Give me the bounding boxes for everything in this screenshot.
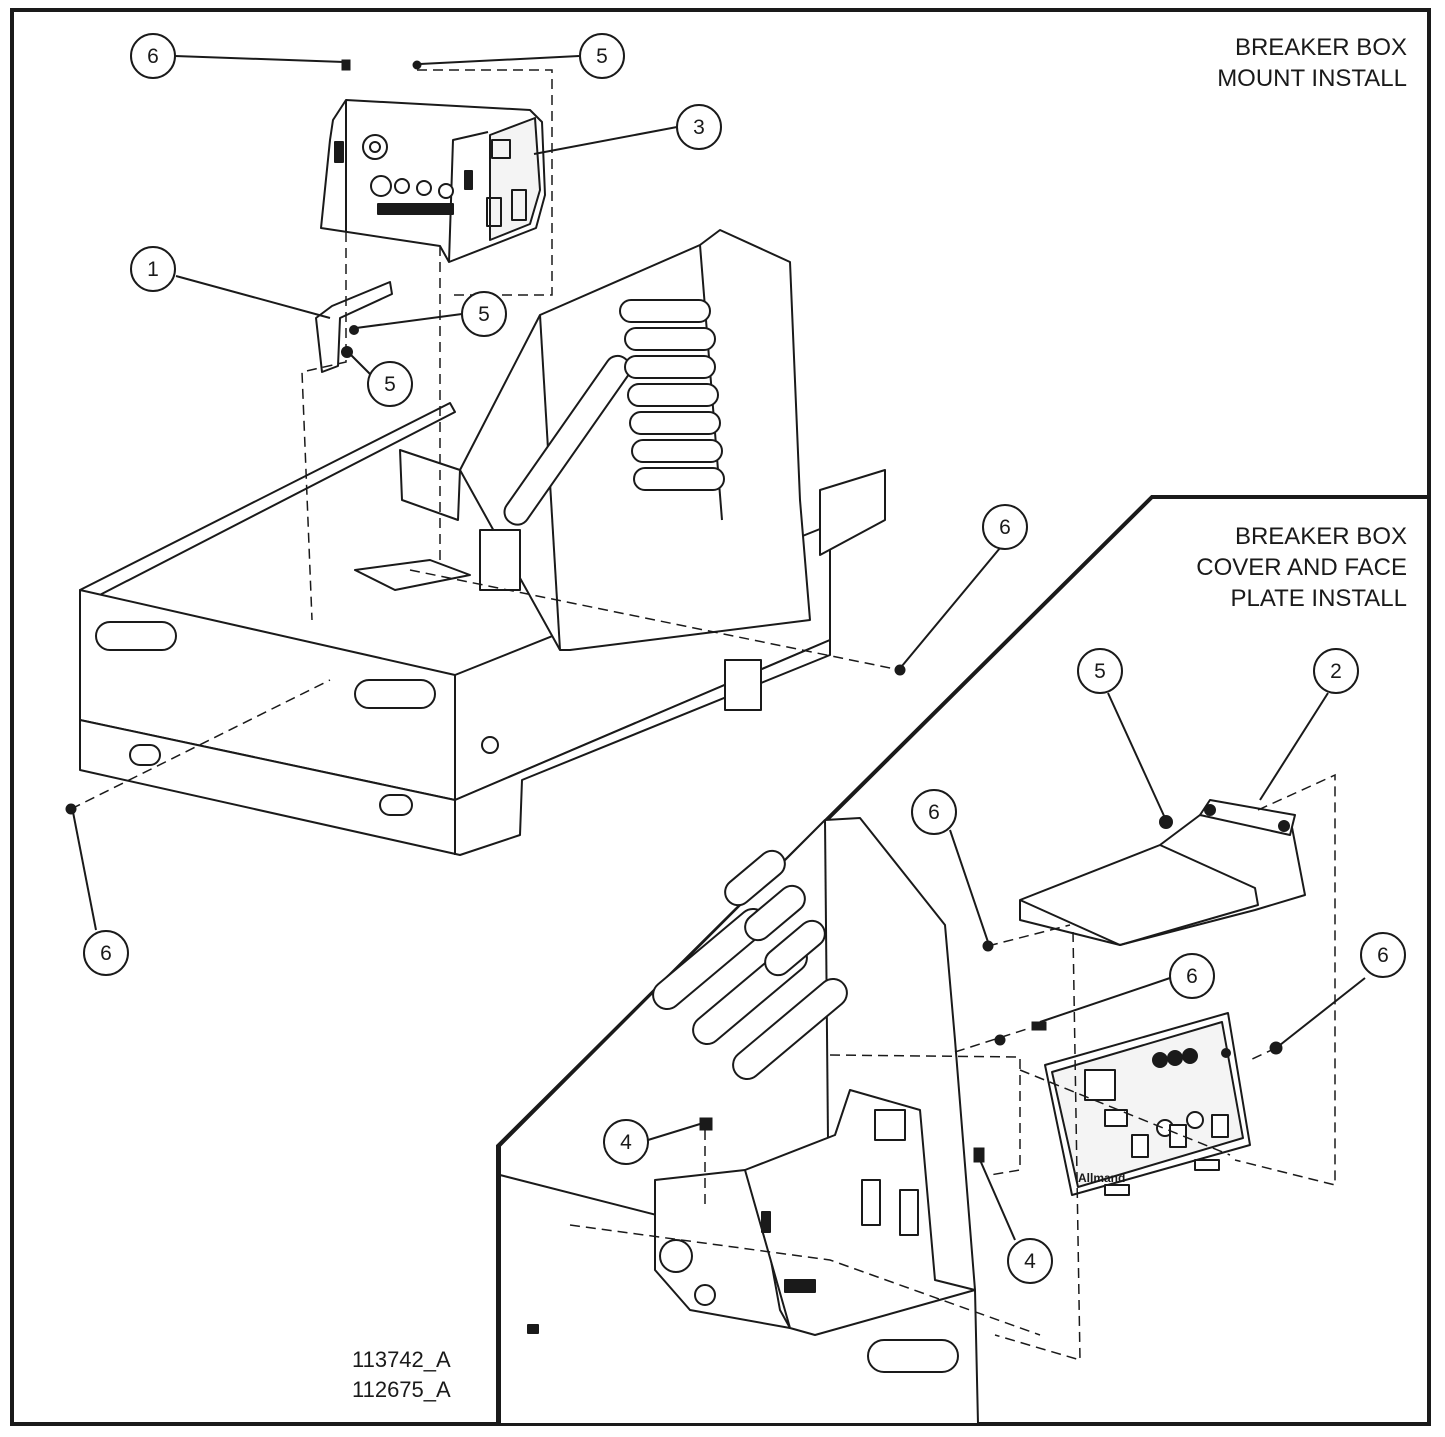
callout-part-1: [130, 246, 176, 292]
title-line: MOUNT INSTALL: [1217, 65, 1407, 92]
callout-number: 5: [384, 373, 396, 396]
callout-numbers: 6 5 3 1 5 5 6 6 5 2 6 6 6 4 4: [100, 45, 1389, 1273]
callout-number: 4: [620, 1131, 632, 1154]
callout-part-6-d: [911, 789, 957, 835]
callout-part-6-b: [982, 504, 1028, 550]
drawing-code: 113742_A: [352, 1347, 451, 1372]
title-line: BREAKER BOX: [1234, 34, 1407, 61]
callout-part-3: [676, 104, 722, 150]
callout-number: 6: [147, 45, 159, 68]
callout-number: 6: [1377, 944, 1389, 967]
face-plate: Allmand: [1044, 1012, 1251, 1196]
generator-frame: [79, 229, 886, 856]
callout-number: 6: [999, 516, 1011, 539]
callout-part-4-b: [1007, 1238, 1053, 1284]
callout-number: 5: [1094, 660, 1106, 683]
callout-part-6-f: [1360, 932, 1406, 978]
callout-number: 5: [478, 303, 490, 326]
faceplate-brand: Allmand: [1078, 1171, 1125, 1185]
callout-number: 1: [147, 258, 159, 281]
breaker-box-installed: [654, 1089, 976, 1336]
drawing-codes: 113742_A 112675_A: [352, 1345, 451, 1405]
title-line: PLATE INSTALL: [1230, 585, 1407, 612]
callout-number: 2: [1330, 660, 1342, 683]
title-line: COVER AND FACE: [1196, 554, 1407, 581]
callout-part-5-b: [461, 291, 507, 337]
assembly-lines-bottom: [569, 773, 1336, 1362]
callout-number: 6: [928, 801, 940, 824]
callout-part-5-a: [579, 33, 625, 79]
callout-number: 6: [1186, 965, 1198, 988]
assembly-lines-top: [70, 69, 901, 810]
callout-part-6-c: [83, 930, 129, 976]
section-title-mount-install: BREAKER BOX MOUNT INSTALL: [1217, 32, 1407, 94]
vent-louvers-bottom: [652, 849, 848, 1080]
callout-number: 4: [1024, 1250, 1036, 1273]
breaker-box-mount: [320, 99, 546, 263]
callout-part-6-e: [1169, 953, 1215, 999]
callout-part-5-c: [367, 361, 413, 407]
vent-louvers-top: [503, 299, 725, 526]
callout-number: 5: [596, 45, 608, 68]
callout-number: 3: [693, 116, 705, 139]
mounting-bracket: [315, 281, 393, 373]
callout-part-4-a: [603, 1119, 649, 1165]
title-line: BREAKER BOX: [1234, 523, 1407, 550]
section-title-cover-install: BREAKER BOX COVER AND FACE PLATE INSTALL: [1196, 521, 1407, 614]
callout-leaders: [72, 55, 1366, 1241]
drawing-code: 112675_A: [352, 1377, 451, 1402]
breaker-box-cover: [1019, 799, 1306, 946]
callout-number: 6: [100, 942, 112, 965]
callout-part-6-a: [130, 33, 176, 79]
callout-balloons: [83, 33, 1406, 1284]
callout-part-5-d: [1077, 648, 1123, 694]
callout-part-2: [1313, 648, 1359, 694]
